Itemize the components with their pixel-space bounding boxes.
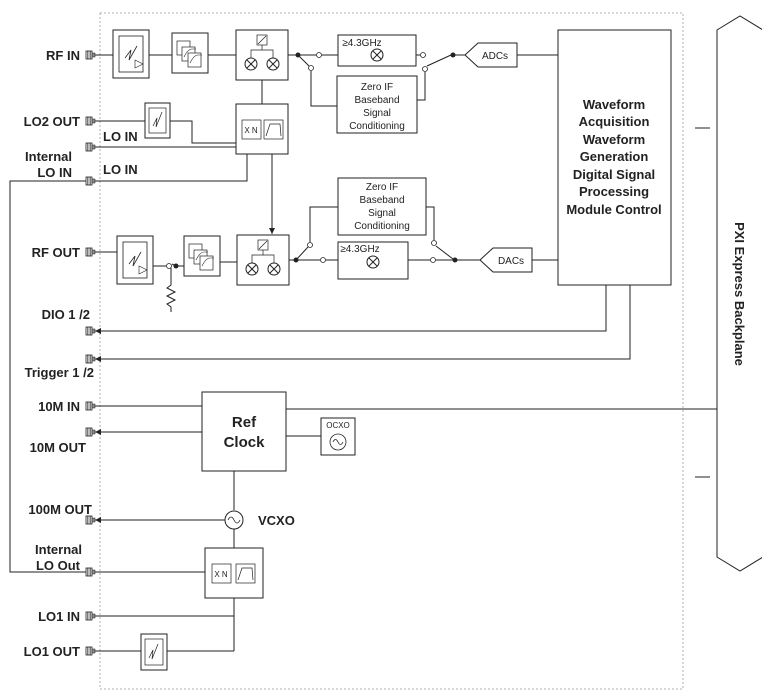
svg-text:Zero IF: Zero IF xyxy=(361,82,393,93)
tx-band-mixer: ≥4.3GHz xyxy=(337,241,409,280)
internal-lo-loop xyxy=(9,180,86,573)
10m-out-label: 10M OUT xyxy=(30,440,86,455)
svg-text:X N: X N xyxy=(244,126,258,135)
adcs-label: ADCs xyxy=(482,51,508,62)
tx-band-label: ≥4.3GHz xyxy=(340,244,379,255)
internal-lo-in-label-2: LO IN xyxy=(37,165,72,180)
lo1-in-label: LO1 IN xyxy=(38,609,80,624)
rx-filter-bank xyxy=(171,32,209,74)
internal-lo-out-label-2: LO Out xyxy=(36,558,81,573)
vcxo-label: VCXO xyxy=(258,513,295,528)
trigger-label: Trigger 1 /2 xyxy=(25,365,94,380)
lo2-out-label: LO2 OUT xyxy=(24,114,80,129)
internal-lo-out-connector xyxy=(85,567,96,577)
svg-text:Ref: Ref xyxy=(232,414,257,431)
rx-zero-if-block: Zero IF Baseband Signal Conditioning xyxy=(336,75,418,134)
tx-zero-if-block: Zero IF Baseband Signal Conditioning xyxy=(337,177,427,236)
module-outline xyxy=(99,12,684,690)
vcxo-oscillator xyxy=(224,510,244,530)
svg-text:Clock: Clock xyxy=(224,434,266,451)
lo1-out-connector xyxy=(85,646,96,656)
lo1-out-label: LO1 OUT xyxy=(24,644,80,659)
lo1-in-connector xyxy=(85,611,96,621)
ocxo-block: OCXO xyxy=(320,417,356,456)
ocxo-label: OCXO xyxy=(326,421,350,430)
rf-out-connector xyxy=(85,247,96,257)
rf-out-label: RF OUT xyxy=(32,245,80,260)
svg-text:Digital Signal: Digital Signal xyxy=(573,167,655,182)
pxi-backplane: PXI Express Backplane xyxy=(716,15,762,572)
rx-band-mixer: ≥4.3GHz xyxy=(337,34,417,67)
10m-in-connector xyxy=(85,401,96,411)
rx-band-label: ≥4.3GHz xyxy=(342,38,381,49)
lo-multiplier-filter-rx: X N xyxy=(235,103,289,155)
100m-out-label: 100M OUT xyxy=(28,502,92,517)
dacs-block: DACs xyxy=(479,247,533,273)
svg-text:Waveform: Waveform xyxy=(583,97,645,112)
svg-text:Baseband: Baseband xyxy=(354,95,399,106)
lo-in-label-b: LO IN xyxy=(103,162,138,177)
tx-step-attenuator xyxy=(116,235,154,285)
100m-out-connector xyxy=(85,515,96,525)
svg-text:Conditioning: Conditioning xyxy=(349,121,405,132)
rx-step-attenuator xyxy=(112,29,150,79)
termination-resistor xyxy=(165,280,177,312)
rf-in-connector xyxy=(85,50,96,60)
internal-lo-out-label-1: Internal xyxy=(35,542,82,557)
svg-text:Signal: Signal xyxy=(363,108,391,119)
dio-connector xyxy=(85,326,96,336)
svg-text:Baseband: Baseband xyxy=(359,195,404,206)
svg-text:Zero IF: Zero IF xyxy=(366,182,398,193)
tx-iq-mixer xyxy=(237,235,289,285)
svg-text:Processing: Processing xyxy=(579,184,649,199)
internal-lo-in-connector xyxy=(85,176,96,186)
svg-text:Signal: Signal xyxy=(368,208,396,219)
trigger-connector xyxy=(85,354,96,364)
rf-in-label: RF IN xyxy=(46,48,80,63)
rx-iq-mixer xyxy=(236,30,288,80)
lo1-attenuator xyxy=(140,633,168,671)
tx-filter-bank xyxy=(183,235,221,277)
svg-text:X N: X N xyxy=(214,570,228,579)
dacs-label: DACs xyxy=(498,256,524,267)
lo2-out-connector xyxy=(85,116,96,126)
lo-multiplier-filter-lo1: X N xyxy=(204,547,264,599)
internal-lo-in-label-1: Internal xyxy=(25,149,72,164)
10m-out-connector xyxy=(85,427,96,437)
ref-clock-block: Ref Clock xyxy=(201,391,287,472)
adcs-block: ADCs xyxy=(464,42,518,68)
svg-text:Waveform: Waveform xyxy=(583,132,645,147)
10m-in-label: 10M IN xyxy=(38,399,80,414)
lo-in-label-a: LO IN xyxy=(103,129,138,144)
svg-text:Module Control: Module Control xyxy=(566,202,661,217)
lo-in-connector xyxy=(85,142,96,152)
backplane-label: PXI Express Backplane xyxy=(732,222,747,366)
svg-text:Generation: Generation xyxy=(580,149,649,164)
svg-text:Conditioning: Conditioning xyxy=(354,221,410,232)
lo2-attenuator xyxy=(144,102,171,139)
svg-text:Acquisition: Acquisition xyxy=(579,114,650,129)
waveform-processing-block: Waveform Acquisition Waveform Generation… xyxy=(557,29,672,286)
dio-label: DIO 1 /2 xyxy=(42,307,90,322)
